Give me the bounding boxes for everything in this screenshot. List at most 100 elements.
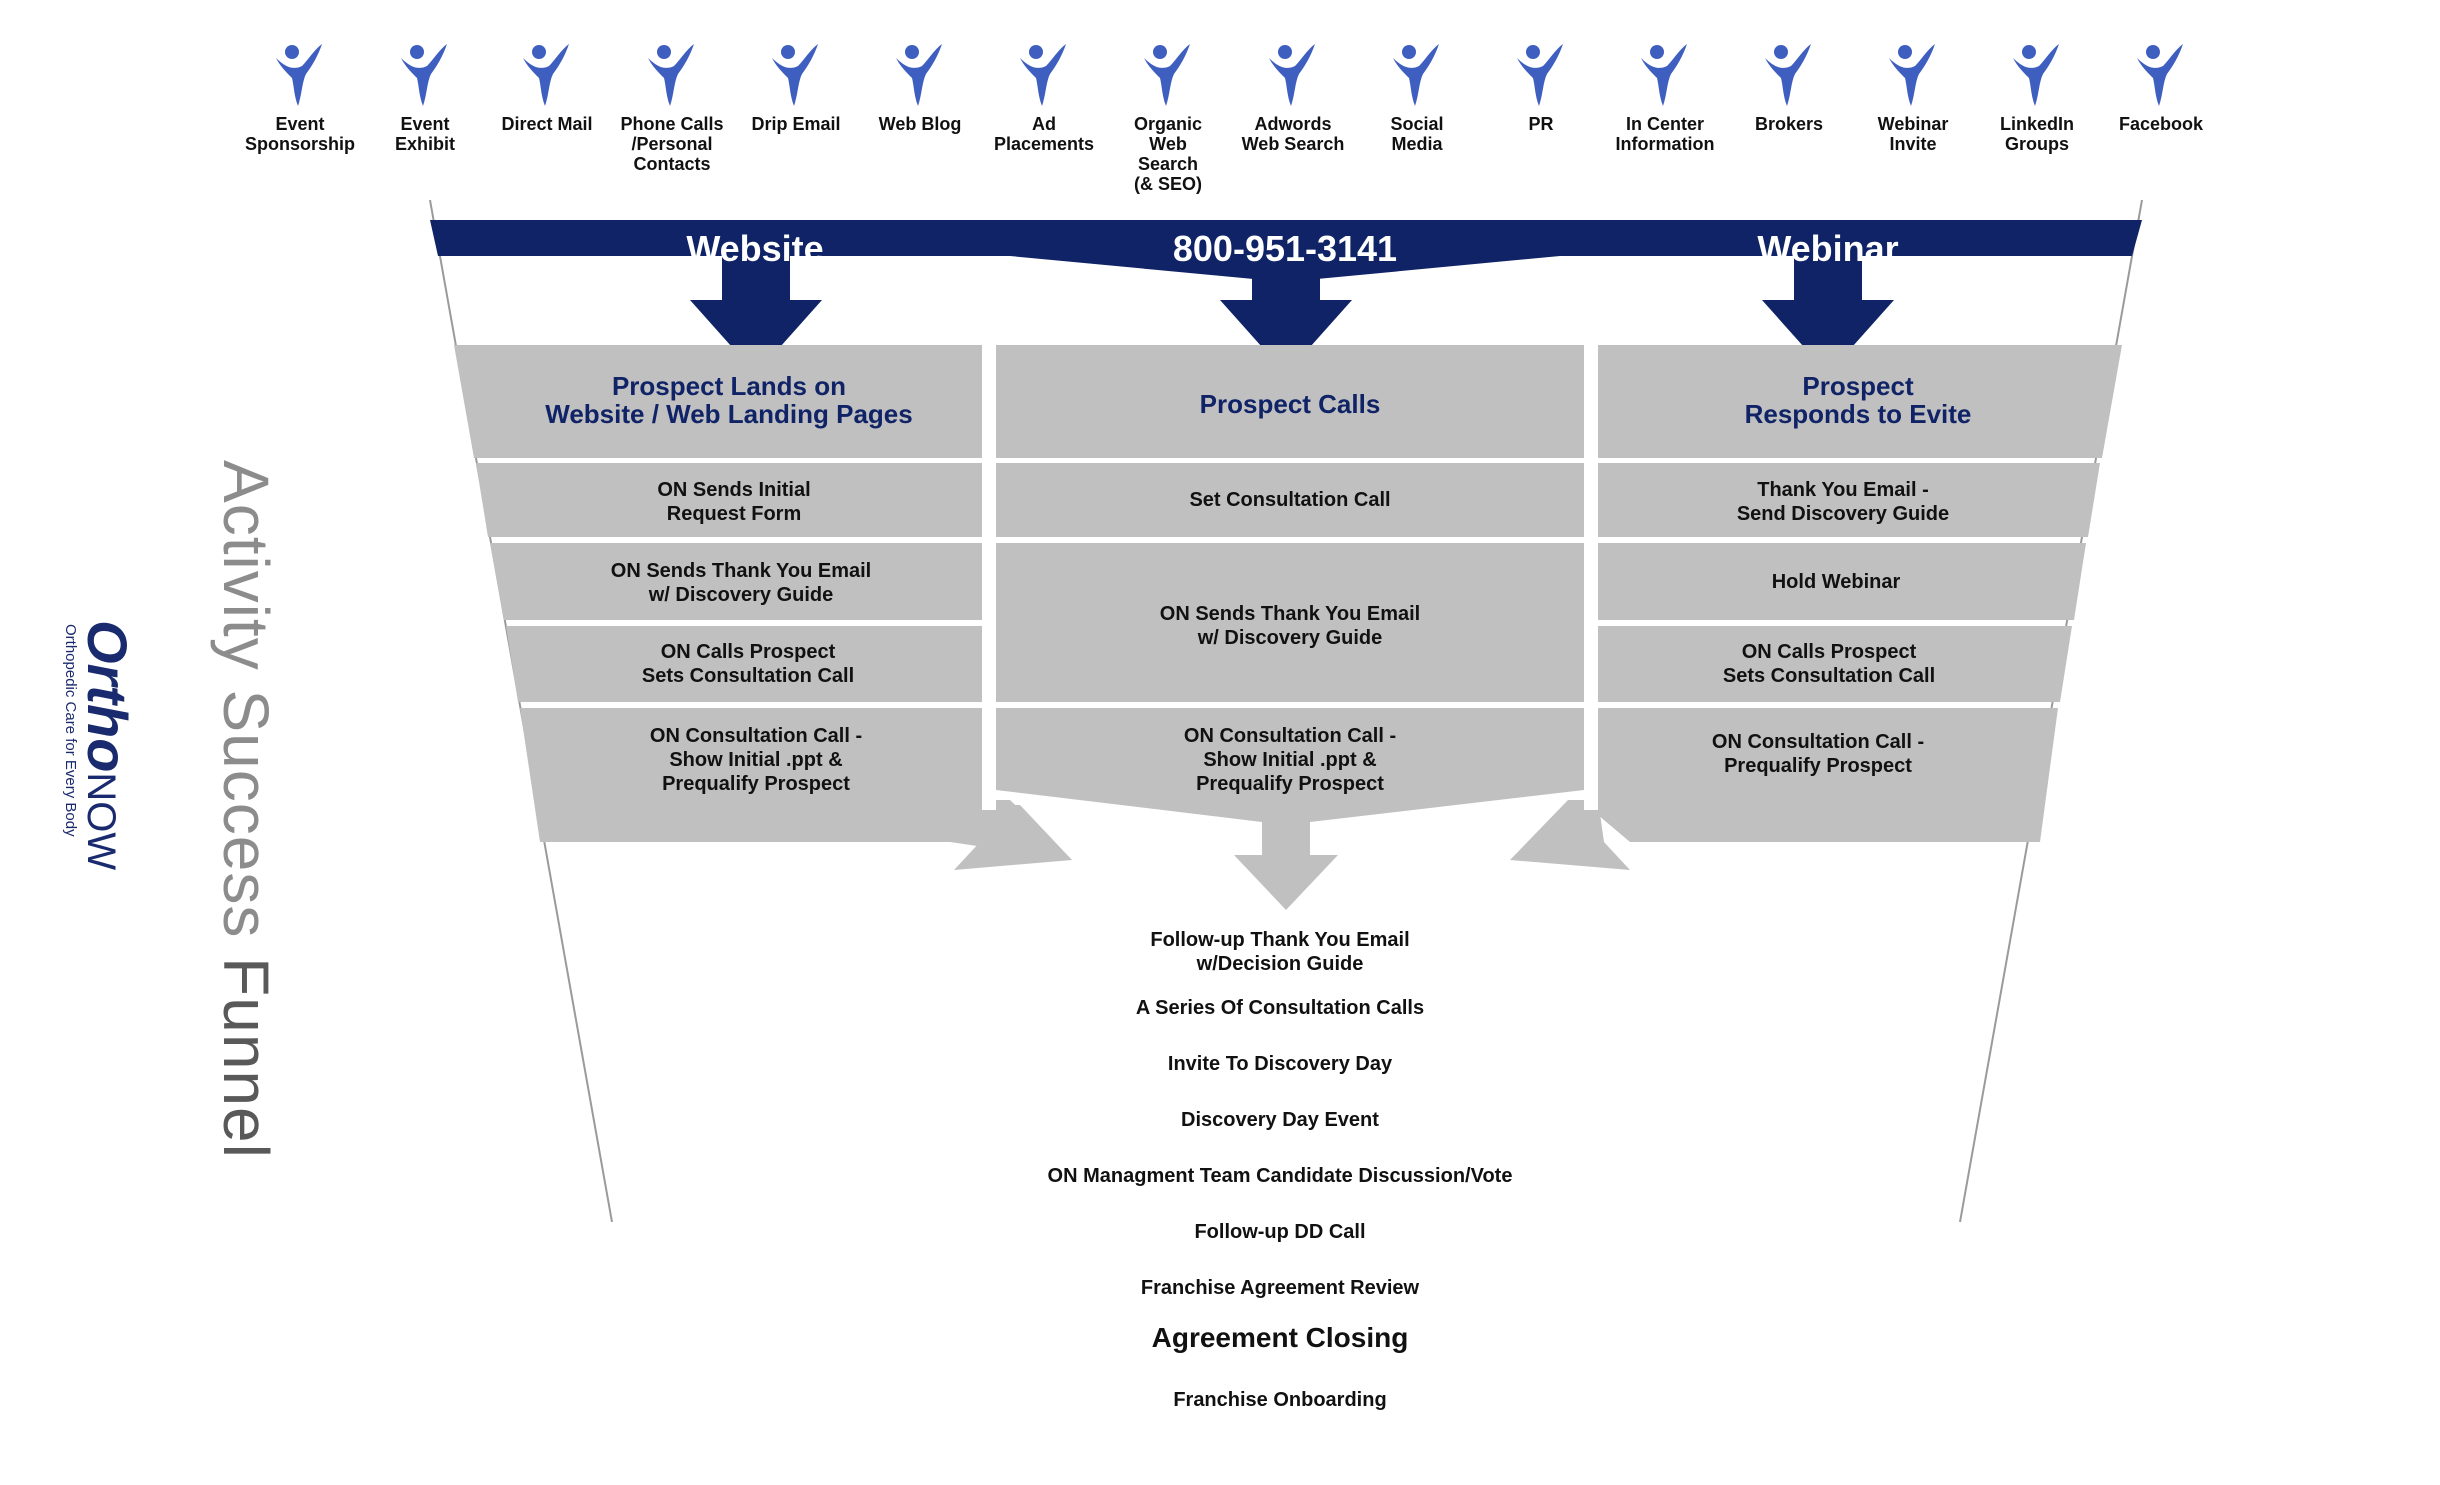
person-jumping-icon [896, 44, 942, 106]
source-item: Facebook [2096, 42, 2226, 134]
left-column-header: Prospect Lands on Website / Web Landing … [545, 371, 913, 429]
right-step-1: Thank You Email - Send Discovery Guide [1736, 479, 1950, 525]
funnel-step-9: Franchise Onboarding [1173, 1389, 1387, 1411]
funnel-step-1: Follow-up Thank You Email w/Decision Gui… [1150, 929, 1410, 975]
right-step-3: ON Calls Prospect Sets Consultation Call [1722, 641, 1936, 687]
channel-website: Website [686, 228, 824, 269]
funnel-step-6: Follow-up DD Call [1194, 1221, 1366, 1243]
channel-banner-shape [430, 220, 2142, 282]
side-title-strong: Funnel [210, 957, 282, 1159]
person-jumping-icon [1517, 44, 1563, 106]
source-label: Organic Web Search (& SEO) [1133, 114, 1203, 194]
arrow-webinar [1762, 254, 1894, 374]
source-label: Adwords Web Search [1241, 114, 1345, 154]
left-header-box [454, 345, 982, 458]
funnel-step-8: Agreement Closing [1151, 1322, 1409, 1353]
channel-webinar: Webinar [1757, 228, 1899, 269]
logo-word: Ortho [76, 620, 139, 773]
side-title-light: Activity Success [210, 460, 282, 939]
source-label: Webinar Invite [1877, 114, 1949, 154]
source-item: Social Media [1352, 42, 1482, 154]
source-label: Drip Email [751, 114, 841, 134]
funnel-step-5: ON Managment Team Candidate Discussion/V… [1047, 1165, 1513, 1187]
source-item: Direct Mail [482, 42, 612, 134]
right-step-box-3 [1598, 626, 2072, 702]
person-jumping-icon [401, 44, 447, 106]
person-jumping-icon [2137, 44, 2183, 106]
left-step-4: ON Consultation Call - Show Initial .ppt… [649, 725, 863, 795]
right-step-box-4 [1598, 708, 2058, 842]
middle-step-box-1 [996, 463, 1584, 537]
funnel-step-2: A Series Of Consultation Calls [1135, 997, 1425, 1019]
left-step-1: ON Sends Initial Request Form [657, 479, 811, 525]
source-item: LinkedIn Groups [1972, 42, 2102, 154]
right-column-header: Prospect Responds to Evite [1744, 371, 1972, 429]
channel-phone: 800-951-3141 [1172, 228, 1398, 269]
arrow-website [690, 254, 822, 374]
right-step-box-1 [1598, 463, 2100, 537]
logo-tagline: Orthopedic Care for Every Body [62, 624, 79, 837]
arrow-phone [1220, 254, 1352, 374]
middle-step-3: ON Consultation Call - Show Initial .ppt… [1183, 725, 1397, 795]
funnel-step-3: Invite To Discovery Day [1167, 1053, 1393, 1075]
source-label: Facebook [2118, 114, 2204, 134]
person-jumping-icon [1889, 44, 1935, 106]
orthonow-logo: OrthoNOW Orthopedic Care for Every Body [62, 620, 140, 870]
source-item: Organic Web Search (& SEO) [1103, 42, 1233, 194]
source-item: Ad Placements [979, 42, 1109, 154]
source-label: PR [1528, 114, 1554, 134]
person-jumping-icon [772, 44, 818, 106]
middle-header-box [996, 345, 1584, 458]
left-step-2: ON Sends Thank You Email w/ Discovery Gu… [610, 560, 872, 606]
source-item: PR [1476, 42, 1606, 134]
person-jumping-icon [523, 44, 569, 106]
source-label: Brokers [1754, 114, 1824, 134]
middle-step-box-3 [996, 708, 1584, 910]
right-step-box-2 [1598, 543, 2086, 620]
source-label: Social Media [1390, 114, 1444, 154]
left-step-box-3 [506, 626, 982, 702]
right-step-box-4-arrow [1510, 800, 1630, 870]
source-item: Event Exhibit [360, 42, 490, 154]
left-step-box-1 [476, 463, 982, 537]
middle-column-header: Prospect Calls [1199, 389, 1381, 419]
source-item: Event Sponsorship [235, 42, 365, 154]
left-step-box-4 [520, 708, 1072, 860]
left-step-box-4-arrow [950, 800, 1072, 870]
source-item: Adwords Web Search [1228, 42, 1358, 154]
right-step-2: Hold Webinar [1771, 571, 1901, 593]
person-jumping-icon [1765, 44, 1811, 106]
middle-step-box-2 [996, 543, 1584, 702]
person-jumping-icon [1269, 44, 1315, 106]
person-jumping-icon [276, 44, 322, 106]
person-jumping-icon [648, 44, 694, 106]
source-item: Web Blog [855, 42, 985, 134]
left-step-3: ON Calls Prospect Sets Consultation Call [641, 641, 855, 687]
right-step-4: ON Consultation Call - Prequalify Prospe… [1711, 731, 1925, 777]
source-item: Phone Calls /Personal Contacts [607, 42, 737, 174]
person-jumping-icon [2013, 44, 2059, 106]
source-label: In Center Information [1615, 114, 1715, 154]
source-label: Web Blog [878, 114, 962, 134]
person-jumping-icon [1641, 44, 1687, 106]
middle-step-1: Set Consultation Call [1189, 489, 1391, 511]
logo-now: NOW [79, 772, 123, 871]
person-jumping-icon [1020, 44, 1066, 106]
funnel-step-4: Discovery Day Event [1181, 1109, 1379, 1131]
source-item: In Center Information [1600, 42, 1730, 154]
source-label: Ad Placements [993, 114, 1095, 154]
source-label: Phone Calls /Personal Contacts [620, 114, 724, 174]
source-label: Event Sponsorship [244, 114, 355, 154]
side-title: Activity Success Funnel [209, 460, 283, 1159]
right-header-box [1598, 345, 2122, 458]
column-gap-left [982, 340, 996, 810]
source-item: Webinar Invite [1848, 42, 1978, 154]
column-gap-right [1584, 340, 1598, 810]
middle-step-2: ON Sends Thank You Email w/ Discovery Gu… [1159, 603, 1421, 649]
person-jumping-icon [1144, 44, 1190, 106]
source-label: Direct Mail [501, 114, 593, 134]
source-label: LinkedIn Groups [1999, 114, 2074, 154]
source-item: Drip Email [731, 42, 861, 134]
left-step-box-2 [490, 543, 982, 620]
